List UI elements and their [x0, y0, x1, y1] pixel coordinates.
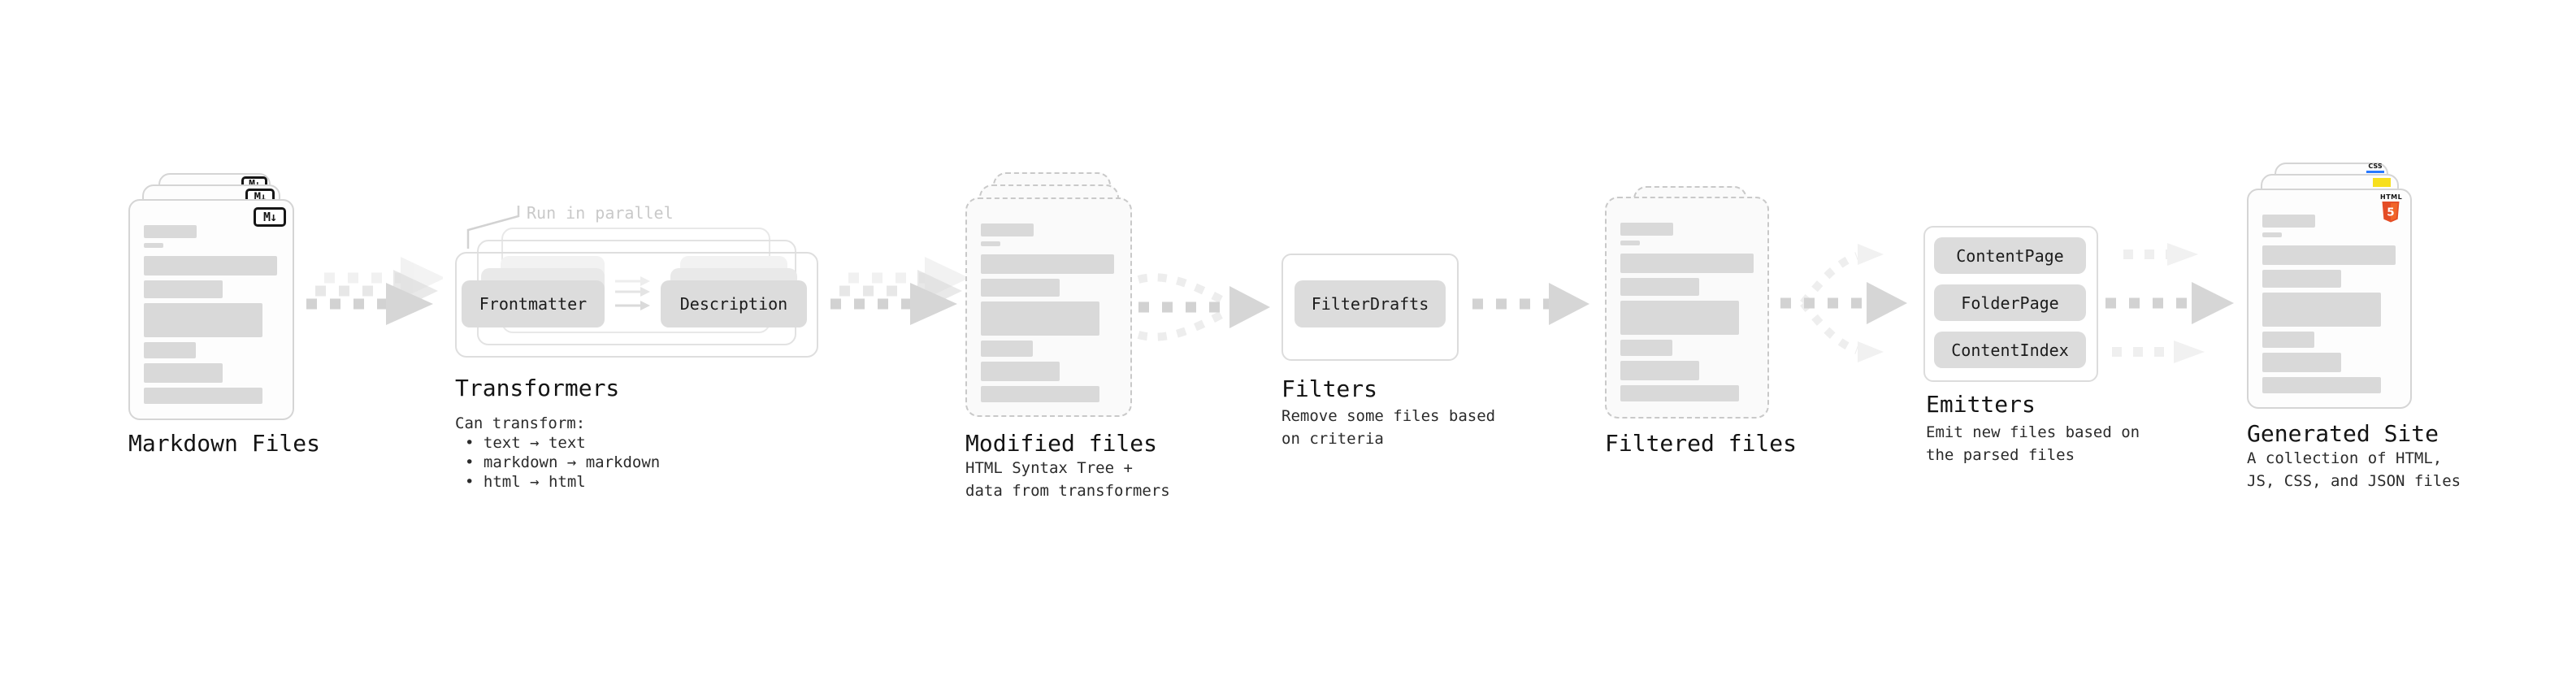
frontmatter-node: Frontmatter [462, 280, 605, 327]
markdown-files-label: Markdown Files [128, 430, 321, 457]
placeholder-bar [1620, 301, 1739, 335]
placeholder-bar [144, 280, 223, 298]
placeholder-bar [144, 363, 223, 383]
filtered-files-label: Filtered files [1605, 430, 1798, 457]
flow-arrow-icon [1472, 283, 1589, 325]
flow-arrow-icon [830, 257, 967, 325]
doc-card [128, 199, 294, 420]
emitters-heading: Emitters [1926, 391, 2036, 418]
placeholder-bar [981, 223, 1034, 236]
transformers-bullet: • html → html [465, 473, 586, 491]
transformer-panel [455, 252, 818, 358]
emitters-caption: Emit new files based on the parsed files [1926, 423, 2140, 464]
placeholder-bar [1620, 385, 1739, 401]
markdown-icon: M↓ [254, 207, 286, 227]
placeholder-bar [981, 301, 1099, 336]
modified-files-label: Modified files [965, 430, 1158, 457]
thin-arrow-icon [615, 276, 650, 286]
placeholder-bar [2262, 332, 2314, 348]
placeholder-bar [2262, 270, 2341, 288]
placeholder-bar [1620, 278, 1699, 296]
content-page-node: ContentPage [1934, 237, 2086, 274]
placeholder-bar [144, 342, 196, 358]
placeholder-bar [144, 225, 197, 238]
css-icon: CSS [2366, 163, 2384, 173]
svg-text:5: 5 [2387, 206, 2394, 219]
doc-card [965, 197, 1132, 417]
triple-arrow-icon [2105, 243, 2234, 363]
transformers-heading: Transformers [455, 375, 620, 401]
description-node: Description [661, 280, 807, 327]
doc-card [2247, 189, 2412, 409]
placeholder-bar [2262, 232, 2282, 237]
run-in-parallel-label: Run in parallel [527, 203, 674, 223]
generated-site-caption: A collection of HTML, JS, CSS, and JSON … [2247, 449, 2461, 490]
doc-card [1605, 197, 1769, 419]
thin-arrow-icon [615, 301, 650, 310]
placeholder-bar [981, 340, 1033, 357]
placeholder-bar [981, 279, 1060, 297]
filterdrafts-node: FilterDrafts [1295, 280, 1446, 327]
placeholder-bar [1620, 223, 1673, 236]
placeholder-bar [2262, 353, 2341, 372]
folder-page-node: FolderPage [1934, 284, 2086, 321]
placeholder-bar [144, 243, 163, 248]
placeholder-bar [144, 388, 262, 404]
html5-icon: HTML 5 [2380, 193, 2402, 223]
transformers-bullet: • markdown → markdown [465, 453, 661, 471]
transformers-caption: Can transform: [455, 414, 586, 432]
transformers-bullet: • text → text [465, 434, 586, 452]
flow-arrow-icon [306, 257, 443, 325]
placeholder-bar [1620, 340, 1672, 356]
placeholder-bar [144, 256, 277, 275]
placeholder-bar [2262, 293, 2381, 327]
placeholder-bar [1620, 241, 1640, 245]
filters-caption: Remove some files based on criteria [1281, 407, 1496, 448]
callout-line [466, 206, 520, 249]
modified-files-caption: HTML Syntax Tree + data from transformer… [965, 459, 1170, 500]
merge-arrow-icon [1137, 273, 1270, 341]
js-icon [2373, 178, 2391, 187]
placeholder-bar [981, 241, 1000, 246]
content-index-node: ContentIndex [1934, 332, 2086, 368]
filters-heading: Filters [1281, 375, 1378, 402]
placeholder-bar [1620, 254, 1754, 273]
placeholder-bar [144, 303, 262, 337]
placeholder-bar [2262, 377, 2381, 393]
placeholder-bar [2262, 245, 2396, 265]
placeholder-bar [1620, 361, 1699, 380]
placeholder-bar [981, 386, 1099, 402]
generated-site-label: Generated Site [2247, 420, 2439, 447]
placeholder-bar [2262, 215, 2315, 228]
fork-arrow-icon [1780, 244, 1907, 362]
placeholder-bar [981, 254, 1114, 274]
placeholder-bar [981, 362, 1060, 381]
thin-arrow-icon [615, 287, 650, 297]
